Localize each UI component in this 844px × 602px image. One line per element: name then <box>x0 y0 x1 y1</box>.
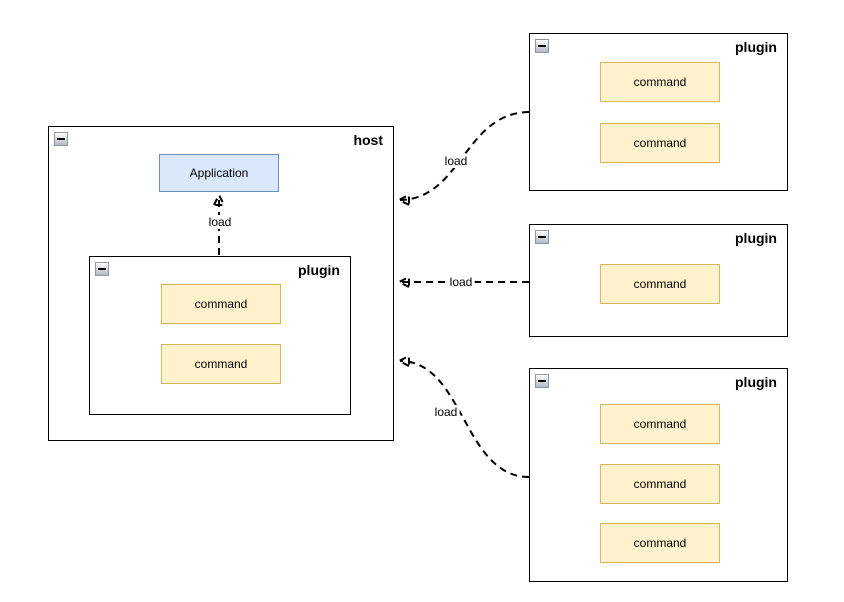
host-plugin-container[interactable]: plugin command command <box>89 256 351 415</box>
plugin-container-middle[interactable]: plugin command <box>529 224 788 337</box>
command-node[interactable]: command <box>600 404 720 444</box>
edge-label-load[interactable]: load <box>447 275 475 289</box>
command-label: command <box>633 75 687 89</box>
command-node[interactable]: command <box>600 123 720 163</box>
collapse-icon[interactable] <box>54 132 68 146</box>
collapse-icon[interactable] <box>535 374 549 388</box>
host-title: host <box>353 132 383 148</box>
plugin-title: plugin <box>735 39 777 55</box>
command-label: command <box>194 357 248 371</box>
application-label: Application <box>189 166 249 180</box>
command-node[interactable]: command <box>600 62 720 102</box>
edge-load-bottom <box>400 361 530 478</box>
collapse-icon[interactable] <box>535 39 549 53</box>
command-node[interactable]: command <box>600 264 720 304</box>
command-node[interactable]: command <box>161 284 281 324</box>
command-label: command <box>633 417 687 431</box>
edge-label-load[interactable]: load <box>442 154 470 168</box>
host-plugin-title: plugin <box>298 262 340 278</box>
plugin-title: plugin <box>735 374 777 390</box>
edge-label-load[interactable]: load <box>432 405 460 419</box>
command-label: command <box>633 536 687 550</box>
edge-label-load[interactable]: load <box>206 215 234 229</box>
minus-icon <box>538 380 546 382</box>
plugin-container-top[interactable]: plugin command command <box>529 33 788 191</box>
command-label: command <box>633 277 687 291</box>
minus-icon <box>538 236 546 238</box>
command-node[interactable]: command <box>600 523 720 563</box>
minus-icon <box>98 268 106 270</box>
plugin-title: plugin <box>735 230 777 246</box>
application-node[interactable]: Application <box>159 154 279 192</box>
minus-icon <box>57 138 65 140</box>
collapse-icon[interactable] <box>95 262 109 276</box>
command-label: command <box>633 477 687 491</box>
command-label: command <box>194 297 248 311</box>
host-container[interactable]: host Application plugin command command <box>48 126 394 441</box>
collapse-icon[interactable] <box>535 230 549 244</box>
command-node[interactable]: command <box>600 464 720 504</box>
plugin-container-bottom[interactable]: plugin command command command <box>529 368 788 582</box>
minus-icon <box>538 45 546 47</box>
command-label: command <box>633 136 687 150</box>
command-node[interactable]: command <box>161 344 281 384</box>
